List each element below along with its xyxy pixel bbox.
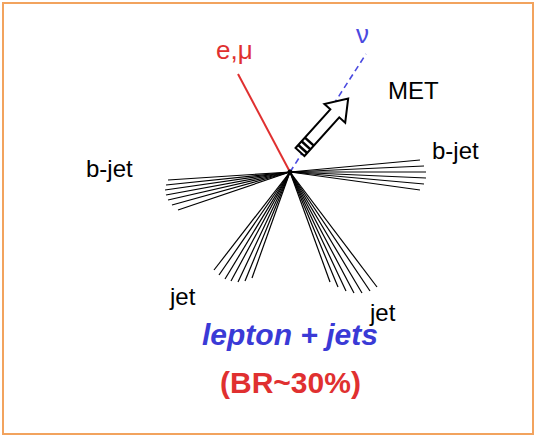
neutrino-label: ν (356, 20, 369, 49)
b-jet-label: b-jet (86, 156, 133, 182)
branching-ratio: (BR~30%) (220, 366, 361, 399)
met-label: MET (388, 78, 439, 104)
right-jet-lines (290, 172, 377, 293)
lepton-label: e,μ (216, 36, 253, 65)
left-b-jet-lines (165, 172, 290, 210)
b-jet-label: b-jet (432, 138, 479, 164)
channel-title: lepton + jets (202, 318, 378, 351)
vertex-dot (288, 170, 293, 175)
left-jet-lines (214, 172, 290, 282)
neutrino-line (290, 54, 366, 172)
right-b-jet-lines (290, 160, 426, 190)
lepton-track (238, 74, 290, 172)
frame-border (3, 3, 533, 434)
jet-label: jet (170, 284, 195, 310)
met-arrow (290, 89, 359, 161)
